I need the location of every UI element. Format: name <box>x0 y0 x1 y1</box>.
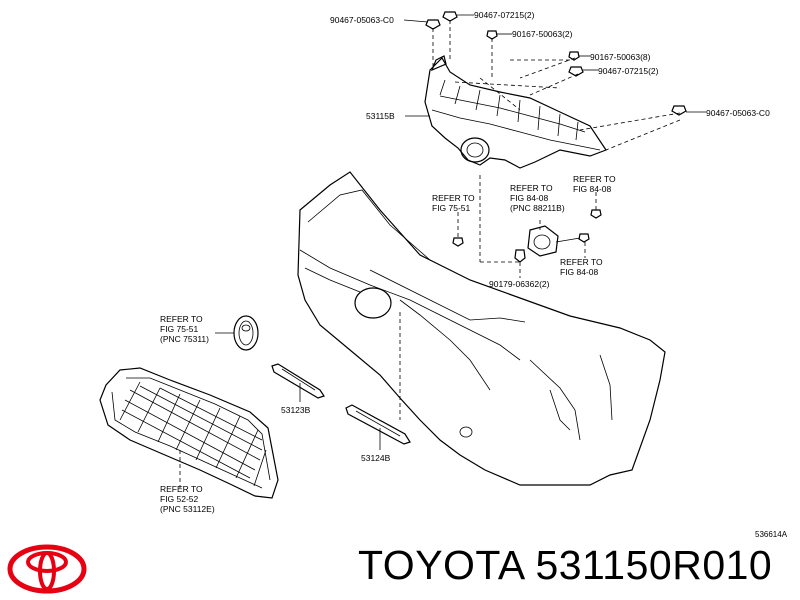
callout-labels: 90467-05063-C0 90467-07215(2) 90167-5006… <box>160 10 770 514</box>
upper-leaders <box>405 20 681 151</box>
bumper-cover <box>297 171 666 486</box>
part-number: 531150R010 <box>535 542 773 588</box>
bolt-right-label: 90467-07215(2) <box>598 66 659 76</box>
refer-8408-top-line1: REFER TO <box>573 174 616 184</box>
refer-8408-bottom-line2: FIG 84-08 <box>560 267 599 277</box>
bolt-icons <box>425 11 687 263</box>
refer-pnc-88211b-line3: (PNC 88211B) <box>510 203 565 213</box>
fog-lamp-bracket <box>527 220 581 257</box>
refer-7551-line1: REFER TO <box>432 193 475 203</box>
upper-grille-part-label: 53115B <box>366 111 395 121</box>
figure-id: 536614A <box>755 530 788 539</box>
refer-lower-grille-line2: FIG 52-52 <box>160 494 199 504</box>
callout-lines <box>403 14 706 278</box>
refer-7551-line2: FIG 75-51 <box>432 203 471 213</box>
refer-8408-bottom-line1: REFER TO <box>560 257 603 267</box>
refer-emblem-line2: FIG 75-51 <box>160 324 199 334</box>
upper-grille-part <box>424 55 607 169</box>
bolt-bottom-label: 90179-06362(2) <box>489 279 550 289</box>
bolt-top-left-label: 90467-05063-C0 <box>330 15 394 25</box>
garnish-upper <box>271 363 325 402</box>
lower-grille <box>99 367 279 499</box>
garnish-upper-label: 53123B <box>281 405 311 415</box>
bolt-top-mid-label: 90467-07215(2) <box>474 10 535 20</box>
bolt-far-right-label: 90467-05063-C0 <box>706 108 770 118</box>
screw-right-label: 90167-50063(8) <box>590 52 651 62</box>
refer-8408-top-line2: FIG 84-08 <box>573 184 612 194</box>
refer-lower-grille-line1: REFER TO <box>160 484 203 494</box>
emblem <box>215 315 259 351</box>
garnish-lower-label: 53124B <box>361 453 391 463</box>
refer-pnc-88211b-line2: FIG 84-08 <box>510 193 549 203</box>
refer-pnc-88211b-line1: REFER TO <box>510 183 553 193</box>
refer-lower-grille-line3: (PNC 53112E) <box>160 504 215 514</box>
garnish-lower <box>345 404 411 450</box>
footer-title: TOYOTA 531150R010 <box>358 542 772 589</box>
toyota-logo-icon <box>7 544 87 594</box>
brand-name: TOYOTA <box>358 542 524 588</box>
screw-top-label: 90167-50063(2) <box>512 29 573 39</box>
refer-emblem-line3: (PNC 75311) <box>160 334 209 344</box>
refer-emblem-line1: REFER TO <box>160 314 203 324</box>
